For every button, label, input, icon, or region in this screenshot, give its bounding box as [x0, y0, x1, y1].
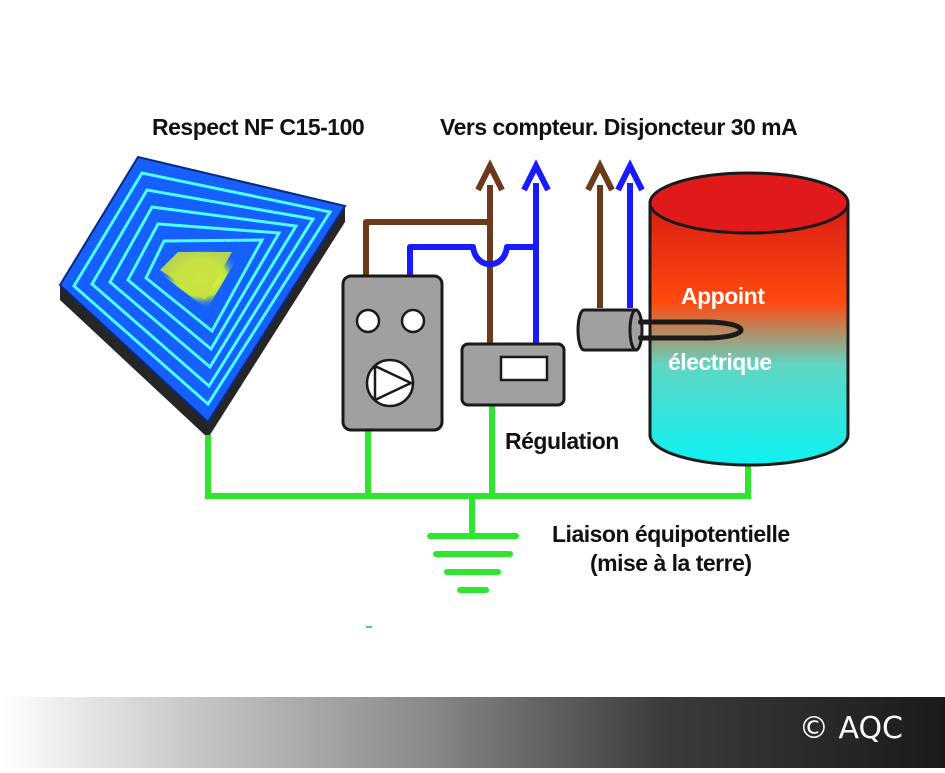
- footer-band: © AQC: [0, 697, 945, 768]
- meter-breaker-label: Vers compteur. Disjoncteur 30 mA: [440, 114, 798, 140]
- standard-label: Respect NF C15-100: [152, 114, 365, 140]
- neutral-wires: [407, 183, 633, 345]
- up-arrow-icon: [585, 159, 615, 192]
- hot-water-tank: [648, 171, 850, 467]
- pump-station: [341, 274, 444, 432]
- earth-bonding-wires: [205, 402, 751, 539]
- regulation-label: Régulation: [505, 428, 619, 454]
- pump-icon: [365, 358, 415, 408]
- copyright-text: © AQC: [798, 711, 903, 746]
- solar-panel: [58, 155, 347, 438]
- ground-symbol: [427, 533, 519, 593]
- up-arrow-icon: [615, 159, 645, 192]
- electric-heating-element: [576, 308, 744, 352]
- up-arrow-icon: [521, 159, 551, 192]
- up-arrow-icon: [475, 159, 505, 192]
- backup-heater-label-line2: électrique: [668, 349, 772, 375]
- backup-heater-label-line1: Appoint: [681, 283, 765, 309]
- regulation-controller: [460, 342, 566, 407]
- bonding-label-line2: (mise à la terre): [590, 550, 752, 576]
- bonding-label-line1: Liaison équipotentielle: [552, 521, 790, 547]
